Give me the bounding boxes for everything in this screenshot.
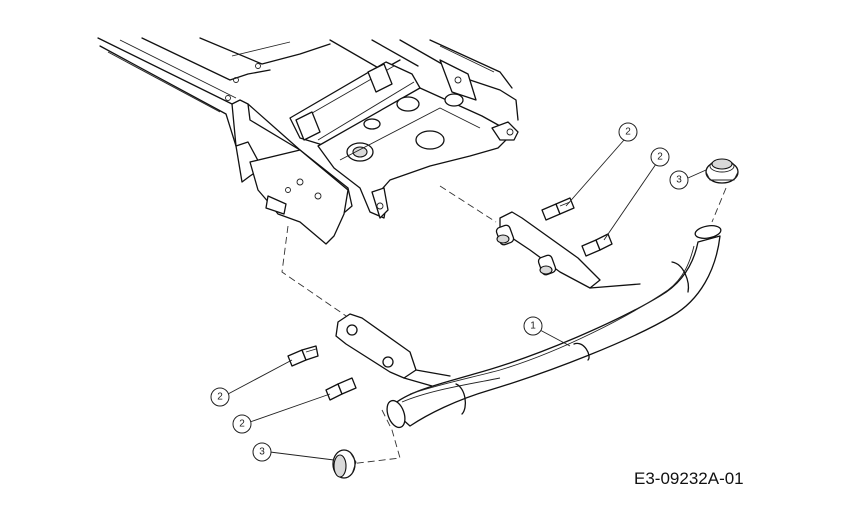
callout-2c-label: 2	[217, 392, 223, 403]
callout-2-upper-left: 2	[618, 122, 638, 142]
callout-2-upper-right: 2	[650, 147, 670, 167]
bolt-lower-2	[325, 377, 357, 401]
callout-2b-label: 2	[657, 152, 663, 163]
mower-frame	[97, 37, 519, 245]
bolt-upper-1	[541, 197, 575, 221]
callout-2-lower-left: 2	[210, 387, 230, 407]
drawing-code: E3-09232A-01	[634, 469, 744, 488]
callout-3-lower: 3	[252, 442, 272, 462]
bolt-upper-2	[581, 233, 613, 257]
callout-2a-label: 2	[625, 127, 631, 138]
callout-1-label: 1	[530, 321, 536, 332]
callout-3a-label: 3	[676, 175, 682, 186]
bolt-lower-1	[287, 345, 319, 367]
end-cap-lower	[332, 449, 357, 479]
callout-2-lower-right: 2	[232, 414, 252, 434]
end-cap-upper	[705, 158, 739, 184]
alignment-lines	[281, 185, 727, 465]
callout-3-upper: 3	[669, 170, 689, 190]
bumper	[335, 211, 722, 429]
callout-3b-label: 3	[259, 447, 265, 458]
callout-2d-label: 2	[239, 419, 245, 430]
callout-1: 1	[523, 316, 543, 336]
leader-lines	[227, 139, 707, 461]
